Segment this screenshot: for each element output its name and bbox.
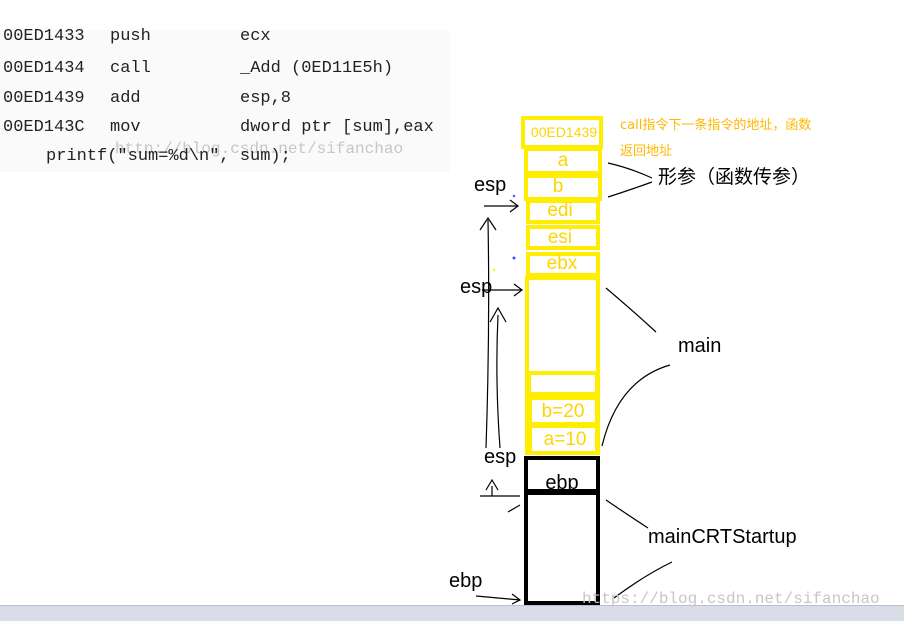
cell-esi xyxy=(526,225,600,250)
bottom-bar xyxy=(0,605,904,621)
cell-param-a xyxy=(524,147,602,175)
code-op-1: push xyxy=(110,27,151,46)
cell-ebp-text: ebp xyxy=(545,472,579,494)
code-arg-3: esp,8 xyxy=(240,89,292,108)
label-params: 形参（函数传参） xyxy=(658,166,811,188)
cell-local-a xyxy=(528,424,599,455)
note-line-1: call指令下一条指令的地址，函数 xyxy=(620,118,812,133)
code-addr-4: 00ED143C xyxy=(3,118,85,137)
code-arg-2: _Add (0ED11E5h) xyxy=(240,59,394,78)
cell-local-gap xyxy=(527,371,599,396)
cell-edi xyxy=(526,199,600,224)
cell-mainCRT-frame xyxy=(524,491,600,605)
code-arg-4: dword ptr [sum],eax xyxy=(240,118,434,137)
watermark-bottom: https://blog.csdn.net/sifanchao xyxy=(582,590,880,608)
code-addr-2: 00ED1434 xyxy=(3,59,85,78)
code-op-4: mov xyxy=(110,118,141,137)
cell-param-b-text: b xyxy=(552,176,564,197)
watermark: http://blog.csdn.net/sifanchao xyxy=(115,140,404,158)
code-panel: 00ED1433 push ecx 00ED1434 call _Add (0E… xyxy=(0,27,450,172)
label-esp-top: esp xyxy=(474,174,507,196)
cell-esi-text: esi xyxy=(547,227,573,248)
cell-ebx-text: ebx xyxy=(546,253,578,274)
cell-local-a-text: a=10 xyxy=(543,429,587,450)
code-printf: printf("sum=%d\n", sum); xyxy=(46,147,291,166)
code-op-2: call xyxy=(110,59,151,78)
code-arg-1: ecx xyxy=(240,27,271,46)
cell-ebx xyxy=(526,252,600,277)
label-mainCRTStartup: mainCRTStartup xyxy=(648,526,797,548)
cell-param-a-text: a xyxy=(557,150,569,171)
code-addr-3: 00ED1439 xyxy=(3,89,85,108)
code-op-3: add xyxy=(110,89,141,108)
cell-local-b-text: b=20 xyxy=(541,401,585,422)
cell-edi-text: edi xyxy=(547,200,573,221)
note-line-2: 返回地址 xyxy=(620,144,673,159)
code-addr-1: 00ED1433 xyxy=(3,27,85,46)
label-esp-mid: esp xyxy=(460,276,493,298)
label-main: main xyxy=(678,335,722,357)
label-esp-bottom: esp xyxy=(484,446,517,468)
label-ebp: ebp xyxy=(449,570,483,592)
cell-return-addr-text: 00ED1439 xyxy=(530,124,598,140)
